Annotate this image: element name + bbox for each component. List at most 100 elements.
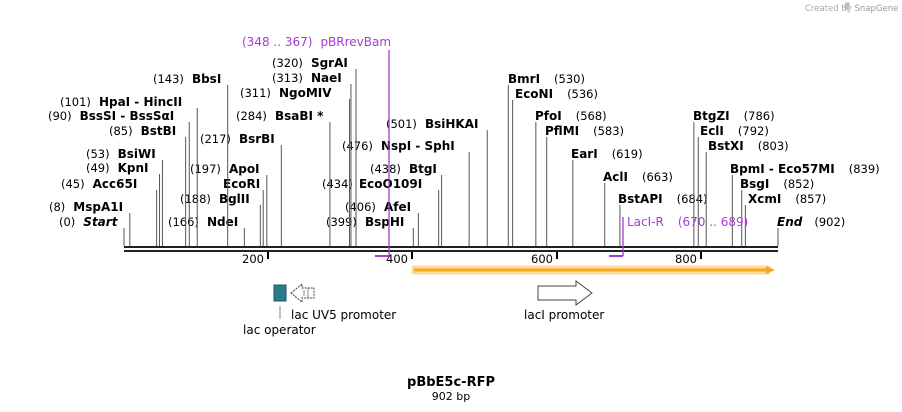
site-ecli[interactable]: EclI(792) [700, 124, 769, 138]
site-sgrai[interactable]: (320)SgrAI [272, 56, 348, 70]
svg-text:(284)BsaBI *: (284)BsaBI * [236, 109, 324, 123]
site-bsabi[interactable]: (284)BsaBI * [236, 109, 324, 123]
svg-text:BstAPI(684): BstAPI(684) [618, 192, 708, 206]
lac-uv5-promoter-feature[interactable]: lac UV5 promoter [290, 282, 396, 322]
svg-text:(45)Acc65I: (45)Acc65I [61, 177, 137, 191]
ruler-tick: 800 [675, 252, 702, 266]
site-hpai[interactable]: (101)HpaI - HincII [60, 95, 182, 109]
site-bsihkai[interactable]: (501)BsiHKAI [386, 117, 478, 131]
laci-promoter-label: lacI promoter [524, 308, 604, 322]
svg-text:(476)NspI - SphI: (476)NspI - SphI [342, 139, 455, 153]
ruler-label: 200 [242, 252, 264, 266]
svg-text:BpmI - Eco57MI(839): BpmI - Eco57MI(839) [730, 162, 880, 176]
restriction-sites: (0)Start (8)MspA1I (45)Acc65I (49)KpnI (… [48, 56, 880, 246]
svg-text:PflMI(583): PflMI(583) [545, 124, 624, 138]
ruler-tick: 200 [242, 252, 269, 266]
site-nspi[interactable]: (476)NspI - SphI [342, 139, 455, 153]
svg-text:EcoRI: EcoRI [223, 177, 260, 191]
svg-text:(217)BsrBI: (217)BsrBI [200, 132, 275, 146]
svg-text:(53)BsiWI: (53)BsiWI [86, 147, 156, 161]
site-acli[interactable]: AclI(663) [603, 170, 673, 184]
site-eari[interactable]: EarI(619) [571, 147, 643, 161]
ruler-label: 800 [675, 252, 697, 266]
svg-text:EclI(792): EclI(792) [700, 124, 769, 138]
site-bstapi[interactable]: BstAPI(684) [618, 192, 708, 206]
credit-text: Created by SnapGene [805, 4, 898, 14]
ruler-label: 400 [386, 252, 408, 266]
site-ecori[interactable]: EcoRI [223, 177, 260, 191]
lac-operator-label: lac operator [243, 323, 316, 337]
svg-text:XcmI(857): XcmI(857) [748, 192, 826, 206]
svg-text:BsgI(852): BsgI(852) [740, 177, 814, 191]
dna-backbone [124, 246, 778, 252]
site-start[interactable]: (0)Start [59, 215, 119, 229]
svg-text:(434)EcoO109I: (434)EcoO109I [322, 177, 422, 191]
site-afei[interactable]: (406)AfeI [345, 200, 411, 214]
site-bmri[interactable]: BmrI(530) [508, 72, 585, 86]
svg-text:PfoI(568): PfoI(568) [535, 109, 607, 123]
site-apoi[interactable]: (197)ApoI [190, 162, 260, 176]
ruler: 200 400 600 800 [242, 252, 702, 266]
site-ndei[interactable]: (166)NdeI [168, 215, 238, 229]
svg-text:(399)BspHI: (399)BspHI [326, 215, 404, 229]
site-end[interactable]: End(902) [777, 215, 845, 229]
lac-uv5-promoter-label: lac UV5 promoter [291, 308, 396, 322]
site-btgi[interactable]: (438)BtgI [370, 162, 437, 176]
svg-text:BmrI(530): BmrI(530) [508, 72, 585, 86]
ruler-label: 600 [531, 252, 553, 266]
svg-text:(406)AfeI: (406)AfeI [345, 200, 411, 214]
site-bsphi[interactable]: (399)BspHI [326, 215, 404, 229]
site-bsrbi[interactable]: (217)BsrBI [200, 132, 275, 146]
svg-text:(49)KpnI: (49)KpnI [86, 161, 149, 175]
site-mspa1i[interactable]: (8)MspA1I [49, 200, 123, 214]
svg-text:(320)SgrAI: (320)SgrAI [272, 56, 348, 70]
svg-text:(90)BssSI - BssSαI: (90)BssSI - BssSαI [48, 109, 174, 123]
svg-text:BtgZI(786): BtgZI(786) [693, 109, 775, 123]
site-leader-lines [123, 69, 779, 246]
site-pfoi[interactable]: PfoI(568) [535, 109, 607, 123]
site-bbsi[interactable]: (143)BbsI [153, 72, 221, 86]
site-ngomiv[interactable]: (311)NgoMIV [240, 86, 332, 100]
site-pflmi[interactable]: PflMI(583) [545, 124, 624, 138]
svg-text:(438)BtgI: (438)BtgI [370, 162, 437, 176]
site-naei[interactable]: (313)NaeI [272, 71, 342, 85]
primer-pbrrevbam[interactable]: (348 .. 367)pBRrevBam [242, 35, 391, 257]
svg-text:(85)BstBI: (85)BstBI [109, 124, 176, 138]
site-btgzi[interactable]: BtgZI(786) [693, 109, 775, 123]
svg-text:(313)NaeI: (313)NaeI [272, 71, 342, 85]
svg-text:(101)HpaI - HincII: (101)HpaI - HincII [60, 95, 182, 109]
site-xcmi[interactable]: XcmI(857) [748, 192, 826, 206]
site-bsiwi[interactable]: (53)BsiWI [86, 147, 156, 161]
svg-text:BstXI(803): BstXI(803) [708, 139, 789, 153]
site-bsssi[interactable]: (90)BssSI - BssSαI [48, 109, 174, 123]
site-bstxi[interactable]: BstXI(803) [708, 139, 789, 153]
site-acc65i[interactable]: (45)Acc65I [61, 177, 137, 191]
ruler-tick: 400 [386, 252, 413, 266]
plasmid-title: pBbE5c-RFP [407, 375, 495, 390]
svg-text:(166)NdeI: (166)NdeI [168, 215, 238, 229]
svg-text:AclI(663): AclI(663) [603, 170, 673, 184]
site-bsgi[interactable]: BsgI(852) [740, 177, 814, 191]
svg-text:(188)BglII: (188)BglII [180, 192, 250, 206]
site-bglii[interactable]: (188)BglII [180, 192, 250, 206]
svg-text:(501)BsiHKAI: (501)BsiHKAI [386, 117, 478, 131]
lac-operator-feature[interactable]: lac operator [243, 284, 316, 337]
laci-promoter-feature[interactable]: lacI promoter [524, 280, 604, 322]
svg-text:EcoNI(536): EcoNI(536) [515, 87, 598, 101]
plasmid-size: 902 bp [432, 390, 470, 403]
svg-text:(348 .. 367)pBRrevBam: (348 .. 367)pBRrevBam [242, 35, 391, 49]
site-kpni[interactable]: (49)KpnI [86, 161, 149, 175]
misc-feature-bar[interactable] [411, 265, 775, 275]
site-ecoo109i[interactable]: (434)EcoO109I [322, 177, 422, 191]
svg-text:LacI-R(670 .. 689): LacI-R(670 .. 689) [627, 215, 748, 229]
svg-text:End(902): End(902) [777, 215, 845, 229]
svg-text:(197)ApoI: (197)ApoI [190, 162, 260, 176]
site-bstbi[interactable]: (85)BstBI [109, 124, 176, 138]
svg-text:(0)Start: (0)Start [59, 215, 119, 229]
site-econi[interactable]: EcoNI(536) [515, 87, 598, 101]
snapgene-logo-icon [844, 2, 850, 11]
site-bpmi[interactable]: BpmI - Eco57MI(839) [730, 162, 880, 176]
svg-text:(8)MspA1I: (8)MspA1I [49, 200, 123, 214]
primer-laci-r[interactable]: LacI-R(670 .. 689) [609, 215, 748, 257]
